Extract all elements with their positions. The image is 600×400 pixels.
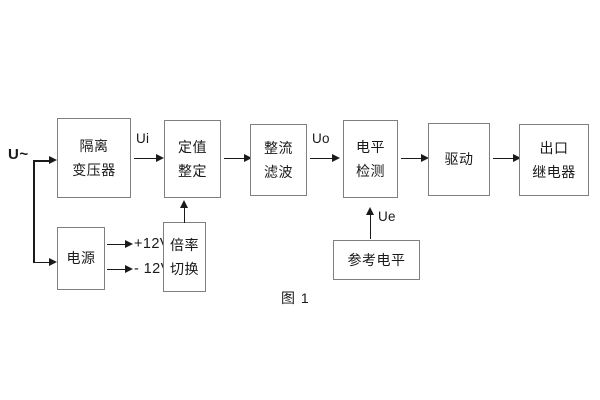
block-rectify-filter: 整流 滤波 [250, 124, 307, 196]
connector-multiplier-to-setting [183, 207, 185, 223]
signal-label-ue: Ue [378, 209, 396, 224]
rail-label-negative-12v: - 12V [134, 261, 171, 277]
connector-setting-to-rectify [224, 157, 246, 159]
connector-reference-to-level-detect [369, 214, 371, 239]
rail-positive-12v-line [107, 243, 127, 245]
block-isolation-transformer-line1: 隔离 [79, 137, 109, 154]
rail-label-positive-12v: +12V [134, 236, 170, 252]
block-reference-level-line1: 参考电平 [347, 251, 406, 268]
block-rectify-filter-line2: 滤波 [264, 164, 293, 180]
connector-rectify-to-level-detect [310, 157, 334, 159]
figure-caption: 图 1 [281, 290, 310, 306]
block-rectify-filter-line1: 整流 [264, 139, 293, 156]
connector-drive-to-output-relay [493, 157, 515, 159]
connector-transformer-to-setting [134, 157, 158, 159]
input-bus-vertical [33, 160, 35, 263]
block-drive-line1: 驱动 [444, 151, 474, 168]
block-drive: 驱动 [428, 123, 490, 196]
signal-label-uo: Uo [312, 131, 330, 146]
rail-negative-12v-line [107, 268, 127, 270]
input-branch-to-power-supply [33, 261, 51, 263]
arrowhead-rectify-to-level-detect [332, 154, 340, 162]
block-level-detect-line1: 电平 [356, 138, 385, 155]
block-power-supply-line1: 电源 [66, 250, 96, 267]
block-setting-adjust-line2: 整定 [178, 163, 207, 179]
arrowhead-negative-12v [125, 265, 133, 273]
connector-level-detect-to-drive [401, 157, 423, 159]
input-branch-to-transformer [33, 160, 51, 162]
block-output-relay: 出口 继电器 [519, 124, 589, 196]
arrowhead-level-detect-to-drive [421, 154, 429, 162]
block-isolation-transformer-line2: 变压器 [72, 162, 116, 178]
arrowhead-reference-to-level-detect [366, 207, 374, 215]
block-level-detect-line2: 检测 [356, 163, 385, 179]
block-reference-level: 参考电平 [333, 240, 420, 280]
block-output-relay-line1: 出口 [539, 139, 569, 156]
arrowhead-to-power-supply [49, 258, 57, 266]
block-output-relay-line2: 继电器 [532, 164, 576, 180]
arrowhead-multiplier-to-setting [180, 200, 188, 208]
arrowhead-transformer-to-setting [156, 154, 164, 162]
block-level-detect: 电平 检测 [343, 120, 398, 198]
block-multiplier-switch-line2: 切换 [170, 261, 199, 277]
block-multiplier-switch-line1: 倍率 [170, 236, 199, 253]
arrowhead-setting-to-rectify [244, 154, 252, 162]
source-label-u-ac: U~ [8, 146, 29, 163]
block-multiplier-switch: 倍率 切换 [163, 222, 206, 292]
arrowhead-to-transformer [49, 156, 57, 164]
block-setting-adjust: 定值 整定 [164, 120, 221, 198]
arrowhead-drive-to-output-relay [513, 154, 521, 162]
block-power-supply: 电源 [57, 227, 105, 290]
block-isolation-transformer: 隔离 变压器 [57, 118, 131, 198]
arrowhead-positive-12v [125, 240, 133, 248]
block-setting-adjust-line1: 定值 [178, 138, 207, 155]
signal-label-ui: Ui [136, 131, 150, 146]
